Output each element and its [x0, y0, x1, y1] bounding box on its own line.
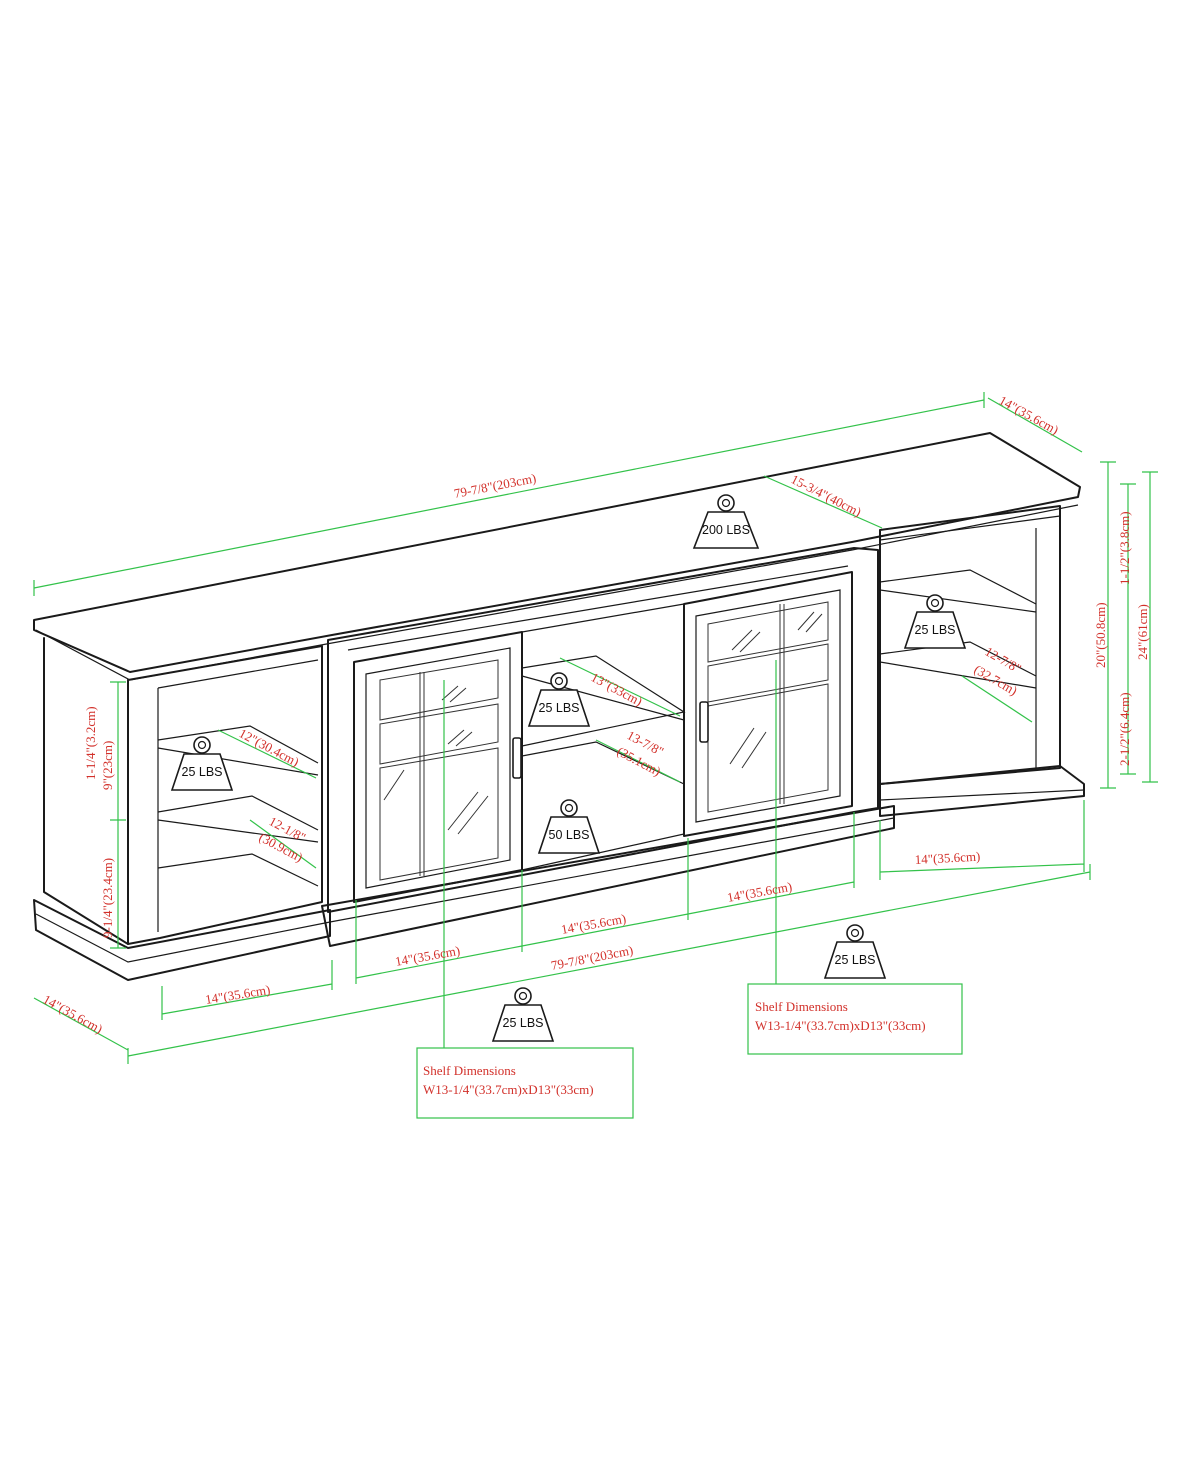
weight-icon: 25 LBS	[491, 987, 555, 1042]
weight-right-door-shelf-label: 25 LBS	[834, 953, 875, 967]
weight-markers: 200 LBS 25 LBS 25 LBS 25 LBS 50 LBS 25 L…	[170, 494, 967, 1042]
dimension-labels: 79-7/8"(203cm) 14"(35.6cm) 15-3/4"(40cm)…	[41, 393, 1150, 1037]
weight-center-shelf-label: 25 LBS	[538, 701, 579, 715]
weight-icon: 25 LBS	[170, 736, 234, 791]
dim-right-width: 14"(35.6cm)	[914, 849, 980, 867]
dim-bottom-width: 79-7/8"(203cm)	[550, 942, 635, 973]
dim-center-depth: 15-3/4"(40cm)	[789, 471, 864, 519]
dim-bottom-depth: 14"(35.6cm)	[41, 992, 106, 1037]
dim-left-top-gap: 1-1/4"(3.2cm)	[83, 706, 98, 780]
weight-icon: 25 LBS	[527, 672, 591, 727]
weight-icon: 200 LBS	[692, 494, 760, 549]
dim-left-width: 14"(35.6cm)	[204, 982, 271, 1007]
dim-left-upper-height: 9"(23cm)	[100, 741, 115, 790]
weight-center-bottom-label: 50 LBS	[548, 828, 589, 842]
dim-left-lower-height: 9-1/4"(23.4cm)	[100, 858, 115, 938]
dim-center-shelf-depth: 13"(33cm)	[589, 669, 645, 708]
weight-icon: 25 LBS	[903, 594, 967, 649]
weight-top-label: 200 LBS	[702, 523, 750, 537]
dim-top-depth: 14"(35.6cm)	[997, 393, 1062, 438]
dim-right-bottom-gap: 2-1/2"(6.4cm)	[1117, 692, 1132, 766]
dim-center-width: 14"(35.6cm)	[560, 911, 627, 937]
shelf-dimension-boxes: Shelf Dimensions W13-1/4"(33.7cm)xD13"(3…	[423, 999, 926, 1097]
dim-right-height: 20"(50.8cm)	[1093, 602, 1108, 668]
tv-stand-drawing	[33, 432, 1085, 981]
weight-icon: 50 LBS	[537, 799, 601, 854]
weight-icon: 25 LBS	[823, 924, 887, 979]
left-box-title: Shelf Dimensions	[423, 1063, 516, 1078]
dim-right-door-width: 14"(35.6cm)	[726, 879, 793, 905]
dim-total-height: 24"(61cm)	[1135, 604, 1150, 660]
right-box-spec: W13-1/4"(33.7cm)xD13"(33cm)	[755, 1018, 926, 1033]
dimension-lines	[33, 392, 1158, 1119]
weight-left-door-shelf-label: 25 LBS	[502, 1016, 543, 1030]
dim-left-door-width: 14"(35.6cm)	[394, 943, 461, 969]
dim-right-top-gap: 1-1/2"(3.8cm)	[1117, 511, 1132, 585]
weight-right-shelf-label: 25 LBS	[914, 623, 955, 637]
right-box-title: Shelf Dimensions	[755, 999, 848, 1014]
weight-left-shelf-label: 25 LBS	[181, 765, 222, 779]
left-box-spec: W13-1/4"(33.7cm)xD13"(33cm)	[423, 1082, 594, 1097]
